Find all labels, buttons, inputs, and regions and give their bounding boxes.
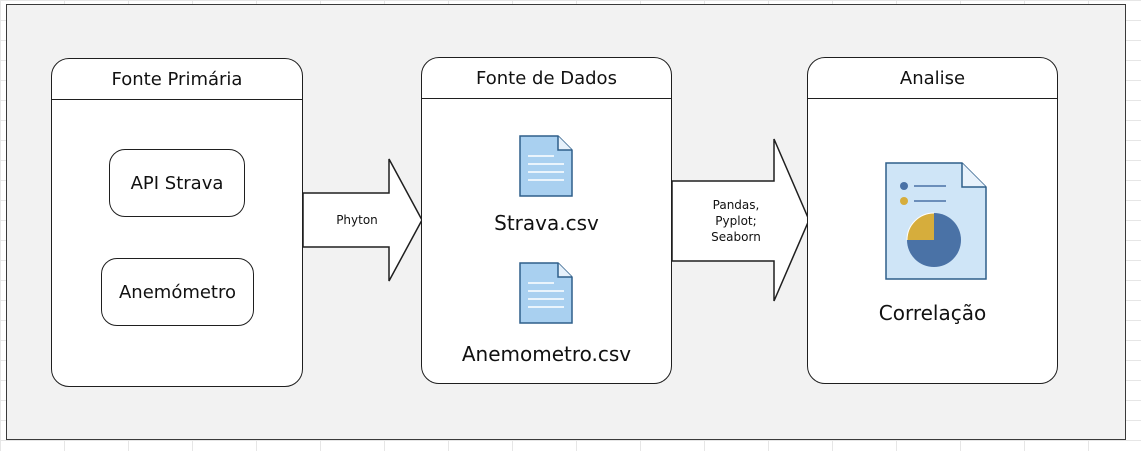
edge-label-phyton: Phyton bbox=[336, 213, 378, 227]
panel-fonte-de-dados: Fonte de Dados Strava.csv Anemometro.csv bbox=[421, 57, 672, 384]
panel-title: Fonte Primária bbox=[52, 59, 302, 100]
edge-label-line: Pandas, bbox=[712, 198, 760, 212]
edge-label-line: Seaborn bbox=[711, 230, 761, 244]
node-anemometro: Anemómetro bbox=[101, 258, 254, 326]
edge-label-libraries: Pandas, Pyplot; Seaborn bbox=[696, 197, 776, 245]
file-icon bbox=[519, 262, 573, 324]
panel-title: Fonte de Dados bbox=[422, 58, 671, 99]
node-api-strava: API Strava bbox=[109, 149, 245, 217]
panel-analise: Analise Correlação bbox=[807, 57, 1058, 384]
report-chart-icon bbox=[885, 162, 987, 280]
arrow-pandas bbox=[671, 138, 810, 302]
file-label-anemometro: Anemometro.csv bbox=[461, 342, 632, 366]
result-label: Correlação bbox=[878, 301, 987, 325]
panel-fonte-primaria: Fonte Primária API Strava Anemómetro bbox=[51, 58, 303, 387]
file-label-strava: Strava.csv bbox=[494, 211, 599, 235]
edge-label-line: Pyplot; bbox=[715, 214, 757, 228]
file-icon bbox=[519, 135, 573, 197]
arrow-phyton bbox=[302, 158, 423, 282]
panel-title: Analise bbox=[808, 58, 1057, 99]
